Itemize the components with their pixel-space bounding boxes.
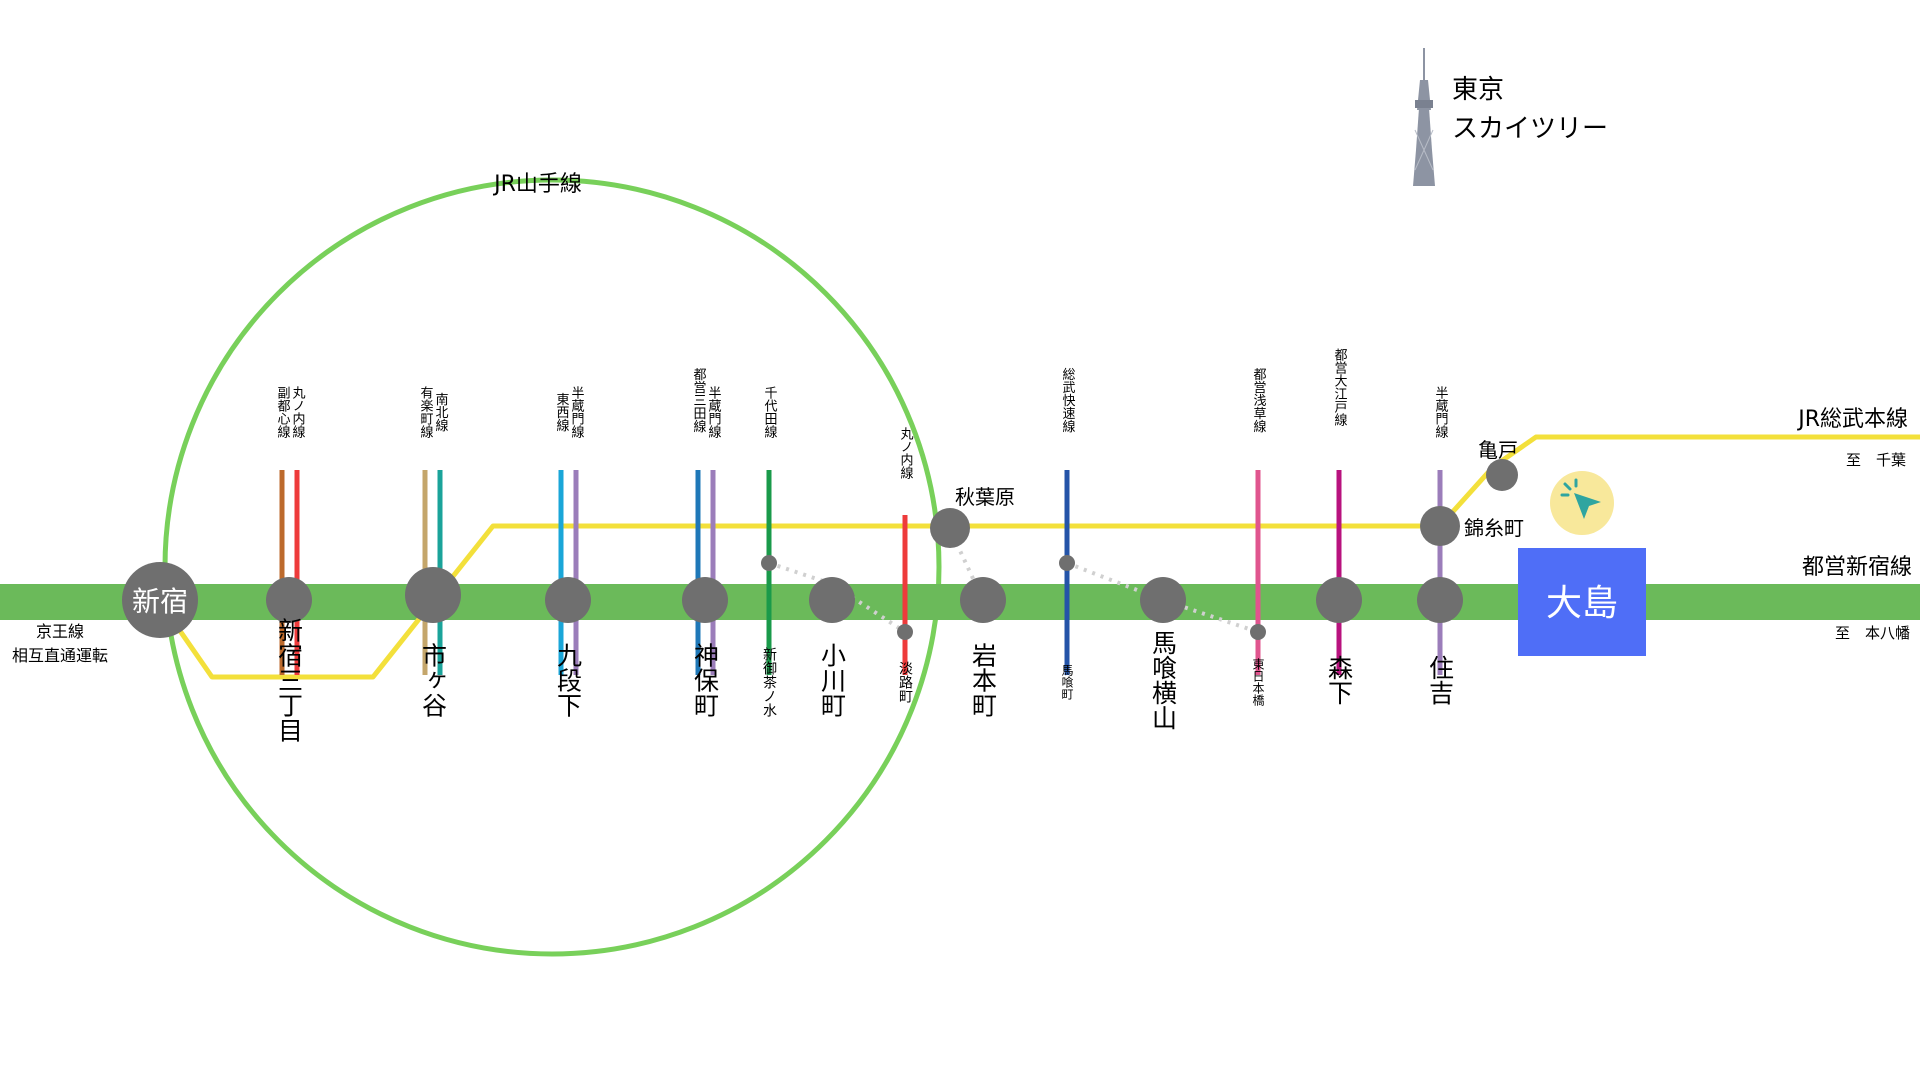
- station-name-shinjuku: 新宿: [132, 585, 188, 618]
- higashi-nihombashi-marker: [1250, 624, 1266, 640]
- station-marker-ichigaya[interactable]: [405, 567, 461, 623]
- station-name-iwamotocho: 岩本町: [969, 643, 998, 718]
- station-name-kameido: 亀戸: [1478, 438, 1518, 462]
- shin-ochanomizu-marker: [761, 555, 777, 571]
- station-marker-akihabara[interactable]: [930, 508, 970, 548]
- station-marker-iwamotocho[interactable]: [960, 577, 1006, 623]
- station-name-higashi-nihombashi: 東日本橋: [1251, 658, 1265, 707]
- station-marker-kameido[interactable]: [1486, 459, 1518, 491]
- station-marker-ogawamachi[interactable]: [809, 577, 855, 623]
- station-marker-shinjuku-sanchome[interactable]: [266, 577, 312, 623]
- ojima-station-box[interactable]: 大島: [1518, 548, 1646, 656]
- yurakucho-label: 有楽町線: [418, 386, 434, 438]
- fukutoshin-label: 副都心線: [275, 386, 291, 438]
- marunouchi-label: 丸ノ内線: [290, 386, 306, 438]
- sobu-direction-label: 至 千葉: [1846, 451, 1906, 469]
- asakusa-label: 都営浅草線: [1251, 368, 1267, 433]
- station-name-kinshicho: 錦糸町: [1464, 516, 1524, 540]
- station-name-akihabara: 秋葉原: [955, 485, 1015, 509]
- station-marker-sumiyoshi[interactable]: [1417, 577, 1463, 623]
- station-marker-bakuro-yokoyama[interactable]: [1140, 577, 1186, 623]
- station-name-ogawamachi: 小川町: [818, 643, 847, 718]
- line-labels: 副都心線 丸ノ内線 有楽町線 南北線 東西線 半蔵門線 都営三田線 半蔵門線 千…: [275, 348, 1449, 479]
- mita-label: 都営三田線: [691, 368, 707, 433]
- tozai-label: 東西線: [554, 392, 570, 432]
- yamanote-label: JR山手線: [492, 172, 582, 197]
- station-marker-kinshicho[interactable]: [1420, 506, 1460, 546]
- shinjuku-direction-label: 至 本八幡: [1835, 624, 1910, 642]
- skytree-label-line1: 東京: [1452, 75, 1504, 105]
- oedo-label: 都営大江戸線: [1332, 348, 1348, 426]
- hanzomon-label: 半蔵門線: [706, 386, 722, 438]
- station-name-shin-ochanomizu: 新御茶ノ水: [761, 647, 777, 717]
- hanzomon-label: 半蔵門線: [1433, 386, 1449, 438]
- shinjuku-line-label: 都営新宿線: [1802, 555, 1912, 580]
- station-names: 新宿三丁目 市ヶ谷 九段下 神保町 新御茶ノ水 小川町 淡路町 岩本町 馬喰町 …: [275, 618, 1455, 743]
- station-marker-kudanshita[interactable]: [545, 577, 591, 623]
- keio-line-label: 京王線: [36, 622, 84, 641]
- station-markers: [122, 459, 1518, 638]
- transfer-points: [761, 555, 1266, 640]
- chiyoda-label: 千代田線: [762, 386, 778, 438]
- tokyo-skytree-icon: [1413, 48, 1435, 186]
- cursor-badge: [1550, 471, 1614, 535]
- namboku-label: 南北線: [433, 392, 449, 432]
- station-name-kudanshita: 九段下: [554, 643, 583, 718]
- awajicho-marker: [897, 624, 913, 640]
- sobu-rapid-label: 総武快速線: [1060, 368, 1076, 433]
- cursor-arrow-icon: [1560, 478, 1601, 519]
- keio-through-service-label: 相互直通運転: [12, 646, 108, 665]
- marunouchi-label: 丸ノ内線: [898, 427, 914, 479]
- skytree-label-line2: スカイツリー: [1452, 114, 1608, 144]
- sobu-line-label: JR総武本線: [1796, 407, 1908, 432]
- station-name-jimbocho: 神保町: [691, 643, 720, 718]
- hanzomon-label: 半蔵門線: [569, 386, 585, 438]
- station-name-morishita: 森下: [1325, 655, 1354, 705]
- station-name-shinjuku-sanchome: 新宿三丁目: [275, 618, 304, 743]
- station-name-bakuro-yokoyama: 馬喰横山: [1149, 630, 1178, 730]
- station-marker-jimbocho[interactable]: [682, 577, 728, 623]
- station-name-bakurocho: 馬喰町: [1060, 664, 1074, 700]
- station-name-sumiyoshi: 住吉: [1426, 655, 1455, 705]
- station-name-awajicho: 淡路町: [897, 661, 913, 703]
- station-name-ichigaya: 市ヶ谷: [419, 643, 448, 718]
- connecting-lines: [279, 470, 1443, 675]
- ojima-box[interactable]: [1518, 548, 1646, 656]
- station-marker-morishita[interactable]: [1316, 577, 1362, 623]
- station-marker-shinjuku[interactable]: [122, 562, 198, 638]
- station-name-ojima: 大島: [1546, 583, 1618, 624]
- bakurocho-marker: [1059, 555, 1075, 571]
